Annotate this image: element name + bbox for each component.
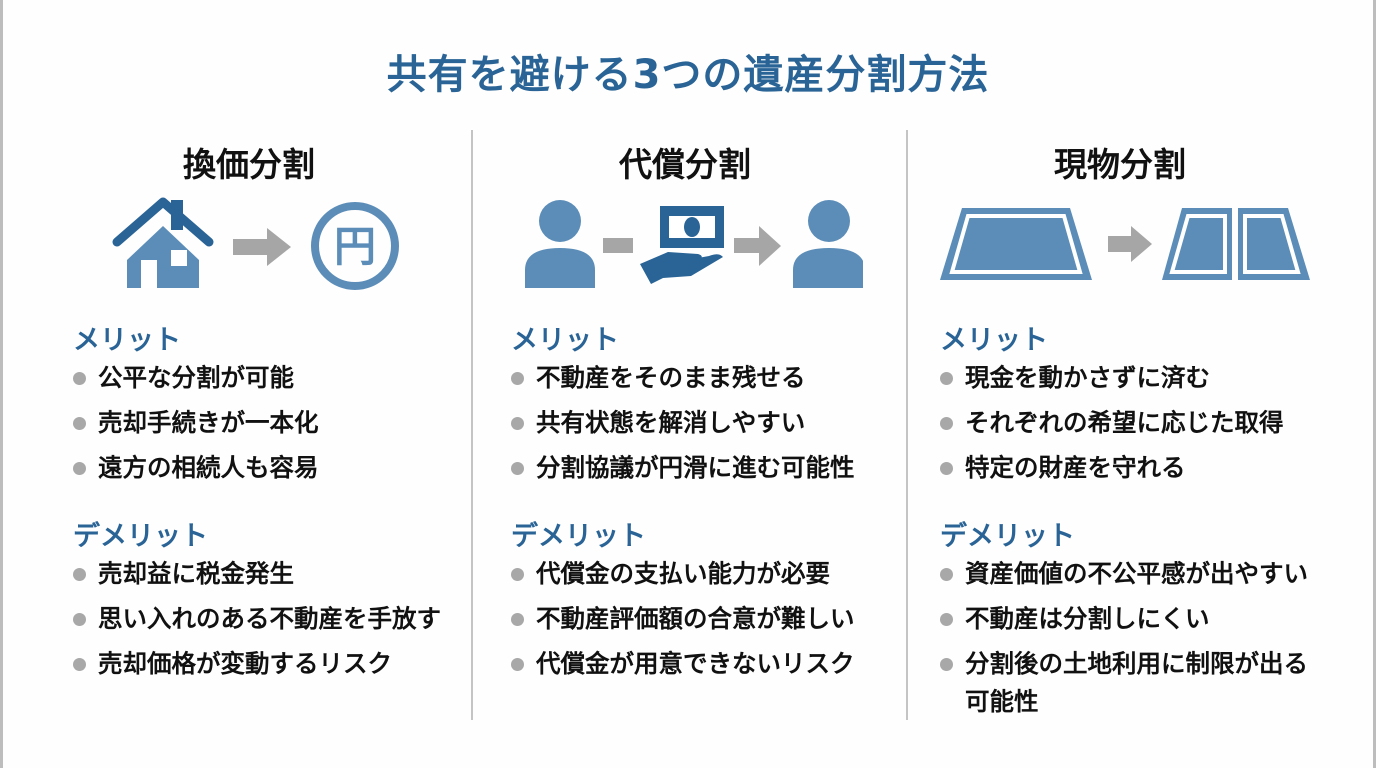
house-icon bbox=[112, 197, 214, 288]
merits-label: メリット bbox=[73, 325, 181, 356]
demerit-item: 売却価格が変動するリスク bbox=[73, 649, 441, 694]
column-title: 換価分割 bbox=[183, 145, 315, 184]
column-divider bbox=[906, 130, 908, 720]
merit-item: 売却手続きが一本化 bbox=[73, 408, 319, 453]
connector-bar-icon bbox=[603, 238, 633, 253]
arrow-right-icon bbox=[1108, 226, 1152, 262]
page-title: 共有を避ける3つの遺産分割方法 bbox=[386, 52, 990, 98]
merit-item: 遠方の相続人も容易 bbox=[73, 453, 319, 498]
bullet-dot-icon bbox=[73, 658, 86, 671]
bullet-dot-icon bbox=[940, 568, 953, 581]
demerits-list: 代償金の支払い能力が必要 不動産評価額の合意が難しい 代償金が用意できないリスク bbox=[511, 559, 855, 694]
bullet-dot-icon bbox=[73, 613, 86, 626]
bullet-dot-icon bbox=[511, 658, 524, 671]
merits-label: メリット bbox=[940, 325, 1048, 356]
demerits-label: デメリット bbox=[73, 521, 208, 552]
bullet-dot-icon bbox=[511, 417, 524, 430]
merit-item: 現金を動かさずに済む bbox=[940, 363, 1284, 408]
bullet-dot-icon bbox=[73, 417, 86, 430]
icon-row bbox=[523, 194, 863, 294]
demerits-label: デメリット bbox=[511, 521, 646, 552]
icon-row bbox=[940, 204, 1310, 284]
split-land-plot-icon bbox=[1162, 208, 1310, 280]
demerit-item: 不動産評価額の合意が難しい bbox=[511, 604, 855, 649]
demerits-label: デメリット bbox=[940, 521, 1075, 552]
bullet-dot-icon bbox=[940, 372, 953, 385]
merit-item: 分割協議が円滑に進む可能性 bbox=[511, 453, 855, 498]
arrow-right-icon bbox=[233, 228, 291, 266]
merit-item: 公平な分割が可能 bbox=[73, 363, 319, 408]
bullet-dot-icon bbox=[940, 613, 953, 626]
demerit-item: 売却益に税金発生 bbox=[73, 559, 441, 604]
merit-item: 共有状態を解消しやすい bbox=[511, 408, 855, 453]
yen-circle-icon: 円 bbox=[311, 202, 399, 290]
column-title: 代償分割 bbox=[619, 145, 751, 184]
merits-label: メリット bbox=[511, 325, 619, 356]
bullet-dot-icon bbox=[511, 372, 524, 385]
merits-list: 現金を動かさずに済む それぞれの希望に応じた取得 特定の財産を守れる bbox=[940, 363, 1284, 498]
bullet-dot-icon bbox=[73, 372, 86, 385]
bullet-dot-icon bbox=[940, 417, 953, 430]
demerit-item: 分割後の土地利用に制限が出る可能性 bbox=[940, 645, 1320, 721]
icon-row: 円 bbox=[111, 194, 411, 294]
svg-text:円: 円 bbox=[334, 222, 376, 271]
column-title: 現物分割 bbox=[1054, 145, 1186, 184]
hand-money-icon bbox=[640, 206, 724, 284]
bullet-dot-icon bbox=[73, 462, 86, 475]
merit-item: それぞれの希望に応じた取得 bbox=[940, 408, 1284, 453]
demerit-item: 資産価値の不公平感が出やすい bbox=[940, 559, 1320, 604]
demerits-list: 資産価値の不公平感が出やすい 不動産は分割しにくい 分割後の土地利用に制限が出る… bbox=[940, 559, 1320, 721]
bullet-dot-icon bbox=[73, 568, 86, 581]
column-divider bbox=[471, 130, 473, 720]
demerits-list: 売却益に税金発生 思い入れのある不動産を手放す 売却価格が変動するリスク bbox=[73, 559, 441, 694]
demerit-item: 不動産は分割しにくい bbox=[940, 604, 1320, 649]
person-icon bbox=[793, 200, 863, 288]
bullet-dot-icon bbox=[940, 462, 953, 475]
demerit-item: 代償金の支払い能力が必要 bbox=[511, 559, 855, 604]
person-icon bbox=[525, 200, 595, 288]
merits-list: 不動産をそのまま残せる 共有状態を解消しやすい 分割協議が円滑に進む可能性 bbox=[511, 363, 855, 498]
merits-list: 公平な分割が可能 売却手続きが一本化 遠方の相続人も容易 bbox=[73, 363, 319, 498]
bullet-dot-icon bbox=[511, 568, 524, 581]
bullet-dot-icon bbox=[511, 613, 524, 626]
land-plot-icon bbox=[940, 208, 1092, 280]
demerit-item: 代償金が用意できないリスク bbox=[511, 649, 855, 694]
merit-item: 特定の財産を守れる bbox=[940, 453, 1284, 498]
demerit-item: 思い入れのある不動産を手放す bbox=[73, 604, 441, 649]
bullet-dot-icon bbox=[940, 658, 953, 671]
arrow-right-icon bbox=[734, 226, 781, 266]
bullet-dot-icon bbox=[511, 462, 524, 475]
merit-item: 不動産をそのまま残せる bbox=[511, 363, 855, 408]
